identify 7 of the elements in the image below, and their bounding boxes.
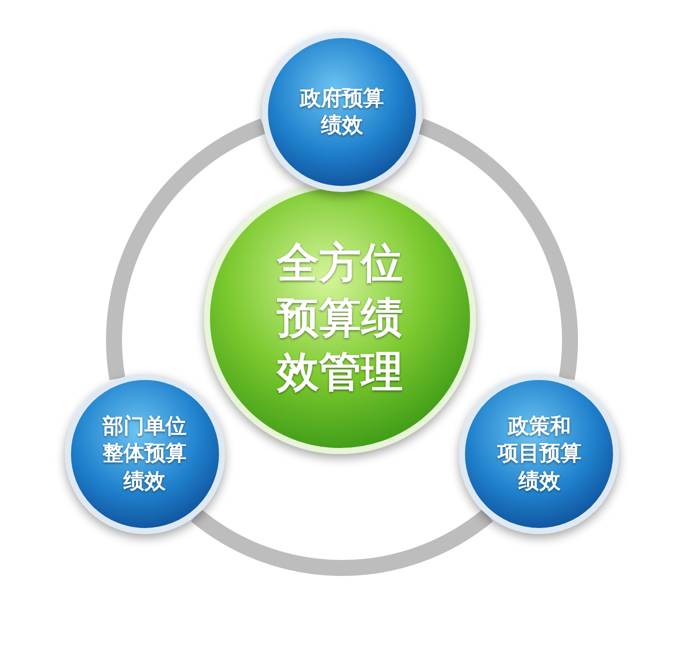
node-label: 政策和项目预算绩效 bbox=[497, 413, 582, 495]
ring-connector bbox=[418, 118, 578, 380]
node-label: 部门单位整体预算绩效 bbox=[102, 413, 188, 495]
node-label: 全方位预算绩效管理 bbox=[276, 237, 404, 398]
node-label: 政府预算绩效 bbox=[299, 84, 385, 139]
ring-connector bbox=[106, 118, 266, 380]
ring-connector bbox=[191, 508, 493, 576]
